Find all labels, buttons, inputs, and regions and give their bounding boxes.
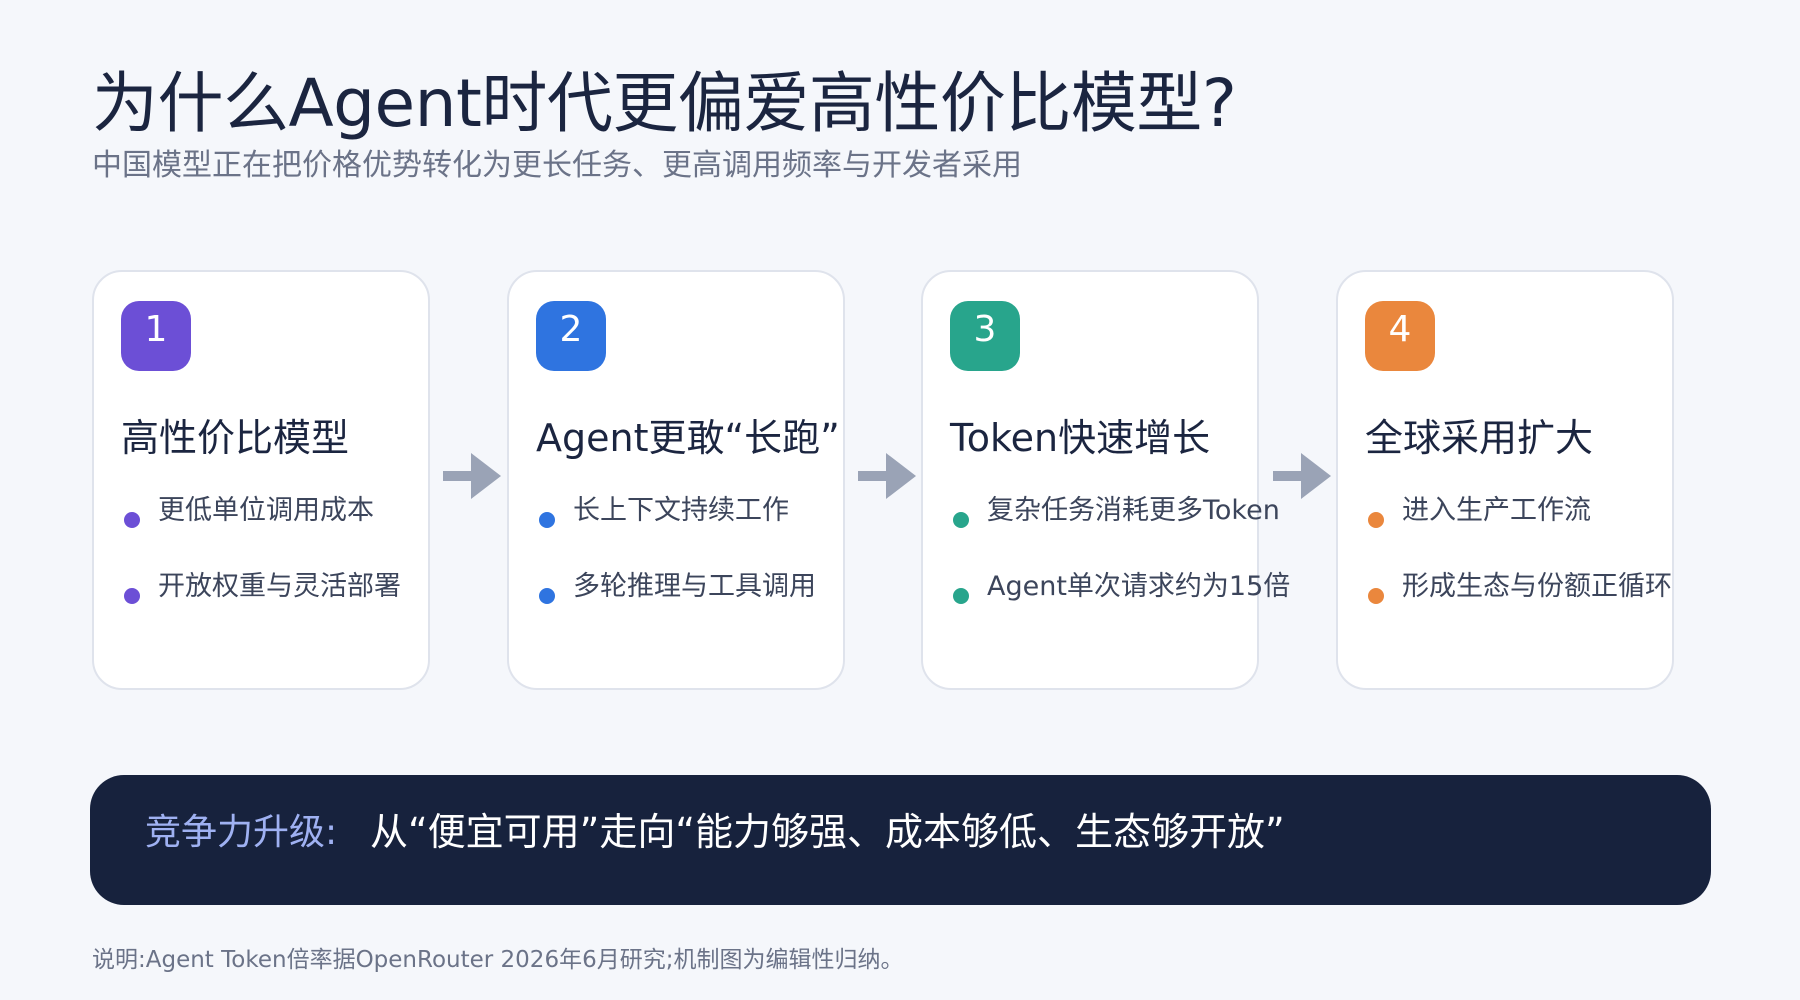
flow-arrow-icon xyxy=(858,453,916,499)
step-number-badge: 2 xyxy=(536,301,606,371)
bullet-text: 进入生产工作流 xyxy=(1402,495,1591,526)
flow-arrow-icon xyxy=(443,453,501,499)
bullet-text: 多轮推理与工具调用 xyxy=(573,571,816,602)
step-card-3: 3 Token快速增长 复杂任务消耗更多Token Agent单次请求约为15倍 xyxy=(921,270,1290,690)
bullet-dot-icon xyxy=(124,512,140,528)
step-card-1: 1 高性价比模型 更低单位调用成本 开放权重与灵活部署 xyxy=(92,270,430,690)
bullet-text: 长上下文持续工作 xyxy=(573,495,789,526)
page-title: 为什么Agent时代更偏爱高性价比模型? xyxy=(92,65,1237,142)
bullet-text: 开放权重与灵活部署 xyxy=(158,571,401,602)
bullet-dot-icon xyxy=(539,588,555,604)
bullet-dot-icon xyxy=(124,588,140,604)
step-number-badge: 3 xyxy=(950,301,1020,371)
conclusion-banner: 竞争力升级: 从“便宜可用”走向“能力够强、成本够低、生态够开放” xyxy=(90,775,1711,905)
bullet-text: 形成生态与份额正循环 xyxy=(1402,571,1672,602)
bullet-text: 复杂任务消耗更多Token xyxy=(987,495,1280,526)
page-subtitle: 中国模型正在把价格优势转化为更长任务、更高调用频率与开发者采用 xyxy=(92,148,1022,183)
step-title: Agent更敢“长跑” xyxy=(536,416,840,460)
step-card-2: 2 Agent更敢“长跑” 长上下文持续工作 多轮推理与工具调用 xyxy=(507,270,845,690)
bullet-dot-icon xyxy=(1368,588,1384,604)
step-card-4: 4 全球采用扩大 进入生产工作流 形成生态与份额正循环 xyxy=(1336,270,1674,690)
flow-arrow-icon xyxy=(1273,453,1331,499)
bullet-text: 更低单位调用成本 xyxy=(158,495,374,526)
banner-label: 竞争力升级: xyxy=(145,812,338,853)
step-number-badge: 1 xyxy=(121,301,191,371)
step-number-badge: 4 xyxy=(1365,301,1435,371)
step-title: 全球采用扩大 xyxy=(1365,416,1594,460)
bullet-text: Agent单次请求约为15倍 xyxy=(987,571,1291,602)
footnote: 说明:Agent Token倍率据OpenRouter 2026年6月研究;机制… xyxy=(92,947,904,973)
bullet-dot-icon xyxy=(1368,512,1384,528)
bullet-dot-icon xyxy=(539,512,555,528)
banner-text: 从“便宜可用”走向“能力够强、成本够低、生态够开放” xyxy=(370,810,1285,854)
step-title: 高性价比模型 xyxy=(121,416,350,460)
step-title: Token快速增长 xyxy=(950,416,1211,460)
bullet-dot-icon xyxy=(953,588,969,604)
bullet-dot-icon xyxy=(953,512,969,528)
